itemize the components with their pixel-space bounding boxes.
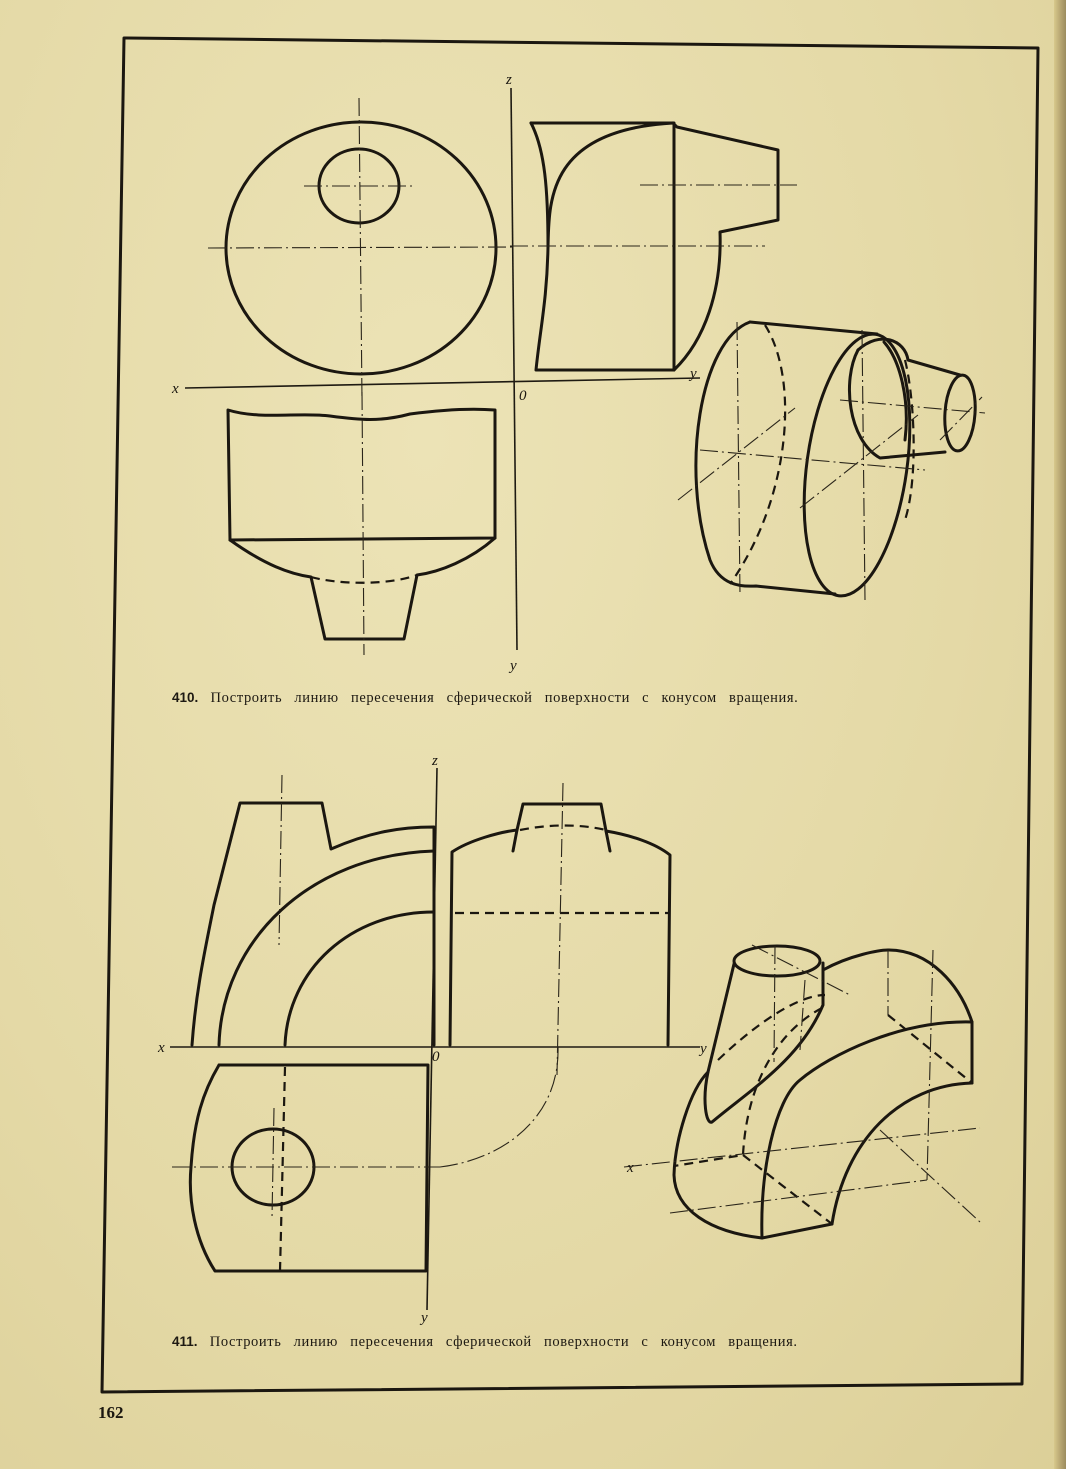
axis-label-y-horizontal: y: [688, 366, 697, 382]
axis-label-y-horizontal: y: [698, 1041, 707, 1057]
axis-label-x: x: [171, 381, 179, 397]
problem-text: Построить линию пересечения сферической …: [209, 1334, 798, 1350]
side-view-with-cone: [510, 121, 797, 372]
axis-label-y-vertical: y: [508, 658, 517, 674]
axis-label-z: z: [431, 753, 438, 769]
axis-label-z: z: [505, 72, 512, 88]
front-view-torus-quarter: [190, 774, 436, 1047]
iso-axis-label-x: x: [626, 1160, 634, 1176]
axis-label-origin: 0: [519, 388, 527, 404]
problem-number: 411.: [172, 1334, 198, 1349]
axis-label-y-vertical: y: [419, 1310, 428, 1326]
problem-411-drawing: x z y 0 y: [157, 753, 981, 1326]
page-edge-shadow: [1054, 0, 1066, 1469]
isometric-torus-cone: x: [623, 944, 981, 1240]
z-y-axis-410: [510, 87, 518, 651]
problem-number: 410.: [172, 690, 199, 705]
top-view-with-hole: [172, 1046, 559, 1273]
top-view-with-cone: [226, 391, 497, 656]
isometric-sphere-cone: [677, 320, 986, 601]
axis-label-x: x: [157, 1040, 165, 1056]
problem-411-caption: 411. Построить линию пересечения сфериче…: [172, 1334, 798, 1351]
side-view-with-cone: [448, 782, 672, 1076]
page-number: 162: [98, 1403, 124, 1422]
problem-410-caption: 410. Построить линию пересечения сфериче…: [172, 690, 798, 707]
problem-410-drawing: x z y 0 y: [171, 72, 986, 674]
problem-text: Построить линию пересечения сферической …: [210, 690, 799, 706]
page-frame: [100, 36, 1040, 1394]
x-y-axis-410: [184, 377, 701, 389]
front-view-sphere-circle: [207, 97, 516, 401]
axis-label-origin: 0: [432, 1049, 440, 1065]
